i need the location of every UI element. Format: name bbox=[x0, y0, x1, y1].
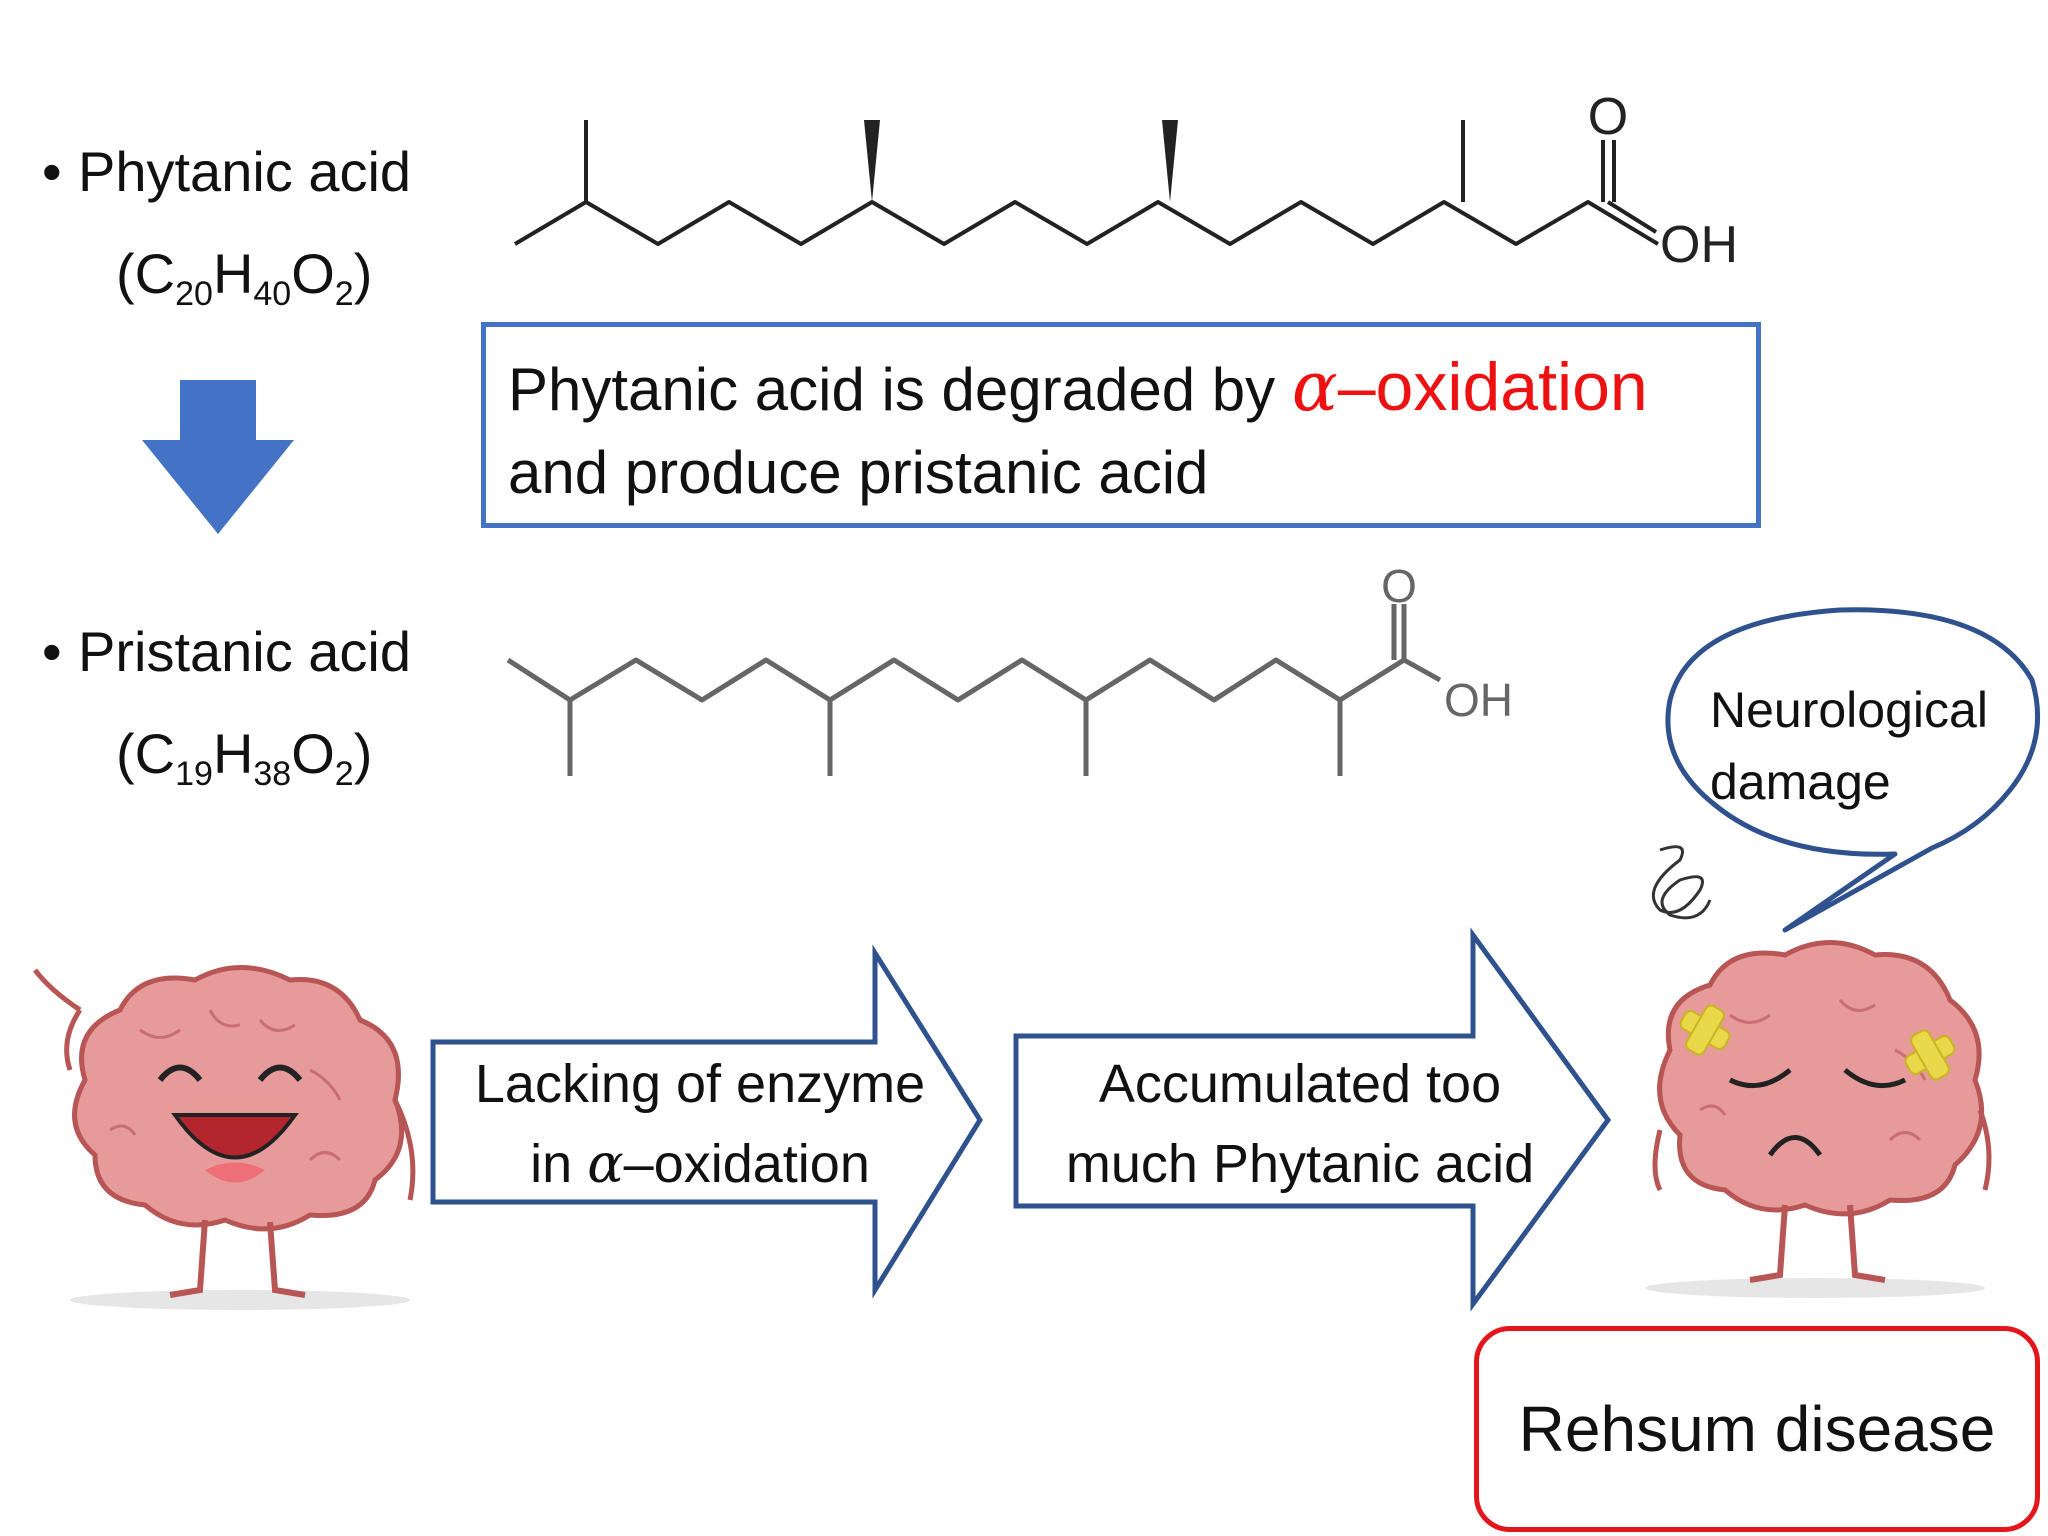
formula-subscript: 2 bbox=[334, 275, 354, 313]
flow-arrow-2-line1: Accumulated too bbox=[1098, 1054, 1502, 1114]
note-text: Phytanic acid is degraded by bbox=[508, 356, 1292, 423]
degradation-note-line2: and produce pristanic acid bbox=[508, 439, 1209, 506]
happy-brain-icon bbox=[33, 965, 416, 1310]
disease-label: Rehsum disease bbox=[1518, 1393, 1996, 1465]
degradation-note-box: Phytanic acid is degraded by α–oxidation… bbox=[481, 322, 1761, 528]
formula-subscript: 38 bbox=[253, 755, 292, 793]
hydroxyl-label: OH bbox=[1660, 216, 1738, 274]
formula-element: O bbox=[291, 722, 335, 785]
formula-element: H bbox=[212, 242, 254, 305]
flow-text: –oxidation bbox=[623, 1134, 870, 1194]
hydroxyl-label: OH bbox=[1444, 674, 1513, 726]
bubble-line2: damage bbox=[1710, 754, 1891, 810]
alpha-symbol: α bbox=[1291, 348, 1338, 427]
pristanic-acid-label: •Pristanic acid bbox=[42, 624, 411, 680]
dizzy-scribble-icon bbox=[1651, 845, 1712, 920]
bubble-text: Neurological damage bbox=[1710, 674, 1988, 818]
formula-element: C bbox=[134, 722, 176, 785]
sad-brain-icon bbox=[1645, 940, 1992, 1298]
flow-arrow-1-line2: in α–oxidation bbox=[440, 1124, 960, 1204]
speech-bubble bbox=[1665, 607, 2041, 933]
flow-arrow-1 bbox=[430, 944, 983, 1299]
formula-subscript: 20 bbox=[175, 275, 213, 313]
pristanic-acid-formula: (C19H38O2) bbox=[116, 722, 373, 793]
down-arrow-icon bbox=[142, 380, 294, 534]
formula-subscript: 19 bbox=[175, 755, 213, 793]
phytanic-acid-formula: (C20H40O2) bbox=[116, 242, 373, 313]
formula-element: H bbox=[212, 722, 254, 785]
formula-subscript: 40 bbox=[253, 275, 292, 313]
alpha-oxidation-highlight: –oxidation bbox=[1337, 349, 1648, 425]
carbonyl-oxygen-label: O bbox=[1588, 88, 1628, 146]
flow-arrow-2 bbox=[1013, 927, 1612, 1312]
phytanic-acid-label: •Phytanic acid bbox=[42, 144, 411, 200]
flow-text: in bbox=[530, 1134, 588, 1194]
formula-subscript: 2 bbox=[334, 755, 354, 793]
pristanic-acid-name: Pristanic acid bbox=[78, 620, 412, 683]
formula-element: O bbox=[291, 242, 335, 305]
bullet: • bbox=[42, 140, 62, 203]
flow-arrow-2-text: Accumulated too much Phytanic acid bbox=[1020, 1044, 1580, 1204]
flow-arrow-2-line2: much Phytanic acid bbox=[1065, 1134, 1535, 1194]
flow-arrow-1-line1: Lacking of enzyme bbox=[474, 1054, 926, 1114]
flow-arrow-1-text: Lacking of enzyme in α–oxidation bbox=[440, 1044, 960, 1204]
formula-element: C bbox=[134, 242, 176, 305]
disease-box: Rehsum disease bbox=[1474, 1326, 2040, 1532]
bullet: • bbox=[42, 620, 62, 683]
phytanic-acid-name: Phytanic acid bbox=[78, 140, 412, 203]
carbonyl-oxygen-label: O bbox=[1381, 560, 1417, 612]
bubble-line1: Neurological bbox=[1710, 682, 1988, 738]
degradation-note-line1: Phytanic acid is degraded by α–oxidation bbox=[508, 345, 1648, 432]
alpha-symbol: α bbox=[587, 1132, 624, 1195]
